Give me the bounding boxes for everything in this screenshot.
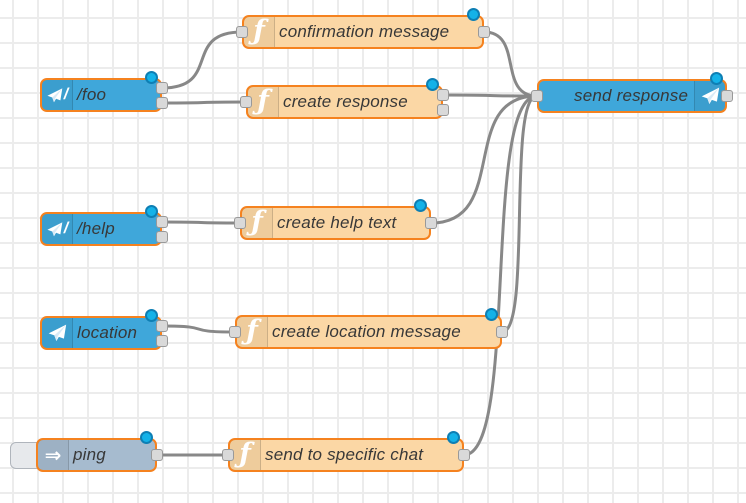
output-port-location-1[interactable]: [156, 335, 168, 347]
node-label: send to specific chat: [265, 445, 424, 464]
output-port-help-0[interactable]: [156, 216, 168, 228]
node-ping[interactable]: ⇒ping: [36, 438, 157, 472]
paperplane-icon: [694, 81, 725, 111]
output-port-foo-1[interactable]: [156, 97, 168, 109]
changed-indicator-dot: [710, 72, 723, 85]
input-port-create-location-message[interactable]: [229, 326, 241, 338]
input-port-confirmation-message[interactable]: [236, 26, 248, 38]
wire-help-to-create-help-text[interactable]: [160, 220, 242, 225]
input-port-create-response[interactable]: [240, 96, 252, 108]
wire-confirmation-message-to-send-response[interactable]: [482, 30, 539, 98]
node-foo[interactable]: //foo: [40, 78, 162, 112]
paperplane-icon: [42, 318, 73, 348]
changed-indicator-dot: [467, 8, 480, 21]
node-label: ping: [73, 445, 106, 464]
input-port-create-help-text[interactable]: [234, 217, 246, 229]
output-port-create-help-text-0[interactable]: [425, 217, 437, 229]
node-label: create help text: [277, 213, 397, 232]
node-help[interactable]: //help: [40, 212, 162, 246]
output-port-create-location-message-0[interactable]: [496, 326, 508, 338]
node-location[interactable]: location: [40, 316, 162, 350]
output-port-confirmation-message-0[interactable]: [478, 26, 490, 38]
function-icon: ƒ: [242, 208, 273, 238]
output-port-help-1[interactable]: [156, 231, 168, 243]
input-port-send-response[interactable]: [531, 90, 543, 102]
changed-indicator-dot: [145, 205, 158, 218]
wire-create-help-text-to-send-response[interactable]: [429, 94, 539, 225]
node-label: create response: [283, 92, 408, 111]
output-port-send-response-0[interactable]: [721, 90, 733, 102]
inject-arrow-icon: ⇒: [38, 440, 69, 470]
changed-indicator-dot: [145, 309, 158, 322]
changed-indicator-dot: [414, 199, 427, 212]
node-label: location: [77, 323, 138, 342]
node-label: send response: [574, 86, 689, 105]
wire-send-to-specific-chat-to-send-response[interactable]: [462, 94, 539, 457]
wire-create-location-message-to-send-response[interactable]: [500, 94, 539, 334]
function-icon: ƒ: [230, 440, 261, 470]
changed-indicator-dot: [426, 78, 439, 91]
node-send-response[interactable]: send response: [537, 79, 727, 113]
paperplane-slash-icon: /: [42, 80, 73, 110]
function-icon: ƒ: [244, 17, 275, 47]
output-port-foo-0[interactable]: [156, 82, 168, 94]
output-port-create-response-0[interactable]: [437, 89, 449, 101]
changed-indicator-dot: [145, 71, 158, 84]
wire-create-response-to-send-response[interactable]: [441, 93, 539, 98]
function-icon: ƒ: [237, 317, 268, 347]
input-port-send-to-specific-chat[interactable]: [222, 449, 234, 461]
changed-indicator-dot: [447, 431, 460, 444]
node-label: create location message: [272, 322, 461, 341]
node-label: /foo: [77, 85, 107, 104]
node-label: confirmation message: [279, 22, 450, 41]
output-port-create-response-1[interactable]: [437, 104, 449, 116]
changed-indicator-dot: [485, 308, 498, 321]
node-label: /help: [77, 219, 115, 238]
output-port-send-to-specific-chat-0[interactable]: [458, 449, 470, 461]
changed-indicator-dot: [140, 431, 153, 444]
paperplane-slash-icon: /: [42, 214, 73, 244]
wire-location-to-create-location-message[interactable]: [160, 324, 237, 334]
wire-foo-to-confirmation-message[interactable]: [160, 30, 244, 90]
wire-foo-to-create-response[interactable]: [160, 100, 248, 105]
output-port-ping-0[interactable]: [151, 449, 163, 461]
function-icon: ƒ: [248, 87, 279, 117]
output-port-location-0[interactable]: [156, 320, 168, 332]
